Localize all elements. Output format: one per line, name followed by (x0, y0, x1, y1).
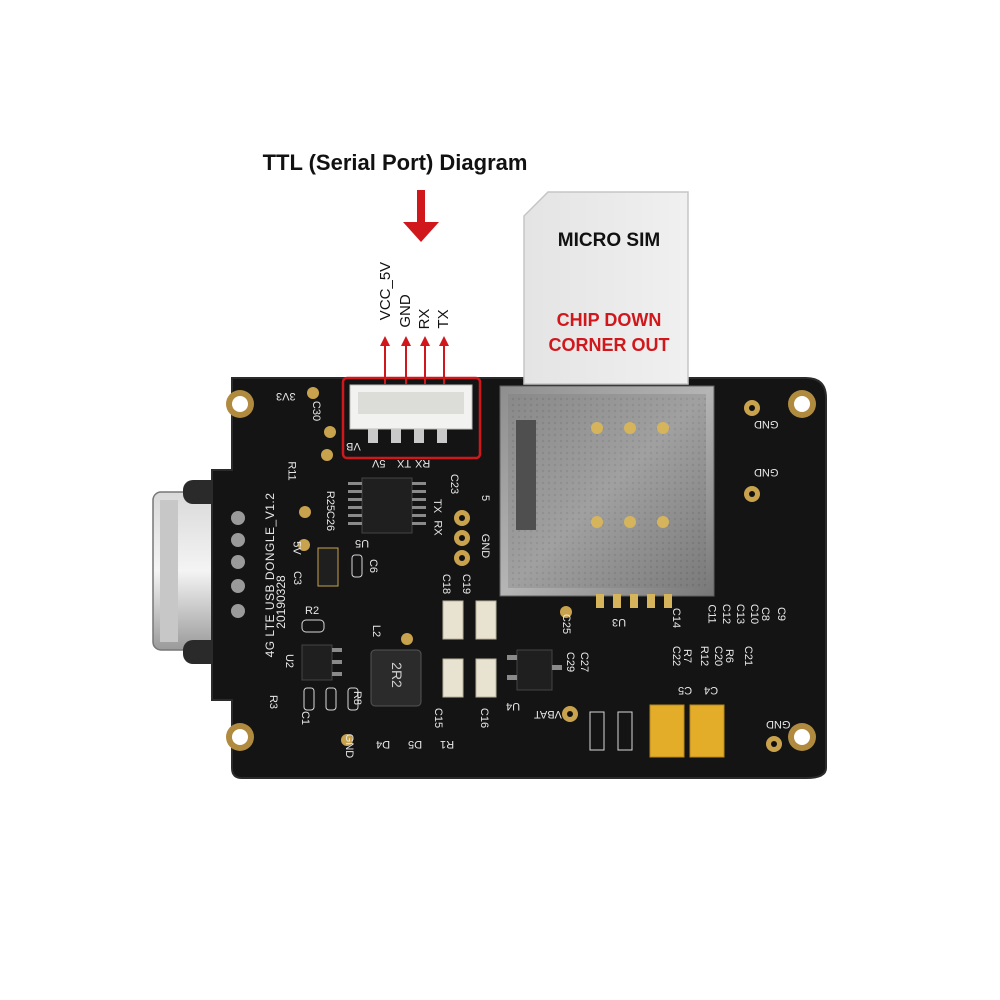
pin-arrows (380, 336, 449, 384)
usb-side-pads (231, 511, 245, 618)
silk-vbat: VBAT (534, 708, 562, 720)
silk-u2: U2 (283, 653, 296, 669)
silk-c14: C14 (670, 607, 683, 629)
silk-r25: R25 (324, 490, 337, 512)
silk-c6: C6 (367, 558, 380, 574)
silk-c8: C8 (759, 606, 772, 622)
pin-label-gnd: GND (397, 294, 414, 328)
uart-connector (349, 384, 473, 443)
silk-c30: C30 (310, 400, 323, 422)
silk-conn-5v: 5V (372, 457, 386, 469)
silk-l2: L2 (370, 624, 383, 638)
sim-card-label: MICRO SIM (557, 230, 661, 251)
silk-c5: C5 (678, 684, 693, 696)
silk-c15: C15 (432, 707, 445, 729)
silk-c21: C21 (742, 645, 755, 667)
silk-r11: R11 (285, 461, 298, 481)
silk-r12: R12 (698, 645, 711, 667)
silk-c18: C18 (440, 573, 453, 595)
passive-components (301, 547, 497, 711)
silk-conn-tx: TX (397, 457, 412, 469)
silk-u5: U5 (355, 537, 370, 549)
silk-gnd-3: GND (766, 718, 791, 730)
silk-c23: C23 (448, 473, 461, 495)
silk-gnd-1: GND (754, 418, 779, 430)
silk-c26: C26 (324, 510, 337, 532)
sim-instruction-line2: CORNER OUT (548, 335, 670, 355)
mounting-holes (226, 390, 816, 751)
test-pads (298, 387, 782, 752)
silk-gnd-bottom: GND (343, 733, 356, 759)
silk-d4: D4 (376, 738, 391, 750)
tantalum-capacitors (589, 704, 725, 758)
chip-u5 (348, 477, 426, 534)
silk-c20: C20 (712, 645, 725, 667)
silk-c27: C27 (578, 651, 591, 673)
micro-sim-card (523, 191, 689, 385)
silk-date: 20190328 (274, 575, 288, 629)
silk-r3: R3 (267, 694, 280, 710)
silk-tx: TX (431, 498, 444, 514)
inductor-l2 (370, 649, 422, 707)
silk-c9: C9 (775, 606, 788, 622)
silk-r8: R8 (351, 690, 364, 706)
silk-conn-rx: RX (415, 457, 431, 469)
silk-d5: D5 (408, 738, 423, 750)
silk-u4: U4 (506, 700, 521, 712)
silk-c25: C25 (560, 613, 573, 635)
silk-conn-gnd: GND (479, 533, 492, 559)
pin-label-rx: RX (416, 308, 433, 330)
pin-label-vcc: VCC_5V (377, 261, 394, 321)
silk-c29: C29 (564, 651, 577, 673)
pin-label-tx: TX (435, 309, 452, 329)
silk-r6: R6 (723, 648, 736, 664)
silk-c1: C1 (299, 710, 312, 726)
silk-rx: RX (431, 520, 444, 536)
silk-gnd-2: GND (754, 466, 779, 478)
silk-c19: C19 (460, 573, 473, 595)
silk-r1: R1 (440, 738, 455, 750)
silk-3v3: 3V3 (276, 390, 296, 402)
silk-r7: R7 (681, 648, 694, 664)
uart-highlight-box (341, 376, 482, 460)
silk-5: 5 (479, 494, 492, 502)
silk-c11: C11 (705, 604, 718, 624)
sim-instruction-line1: CHIP DOWN (556, 310, 662, 330)
silk-5v: 5V (290, 541, 303, 555)
chip-u4 (507, 649, 562, 691)
silk-r2: R2 (305, 605, 320, 617)
silk-c4: C4 (704, 684, 719, 696)
chip-u2 (301, 644, 342, 681)
silk-c13: C13 (734, 603, 747, 625)
silk-c12: C12 (720, 603, 733, 625)
sim-card-holder (499, 385, 715, 608)
silk-u3: U3 (612, 616, 627, 628)
silk-vb: VB (346, 440, 361, 452)
diagram-title: TTL (Serial Port) Diagram (262, 150, 528, 175)
silk-c22: C22 (670, 645, 683, 667)
silk-inductor: 2R2 (388, 662, 405, 688)
silk-c16: C16 (478, 707, 491, 729)
silk-c3: C3 (291, 570, 304, 586)
red-down-arrow (403, 190, 439, 242)
